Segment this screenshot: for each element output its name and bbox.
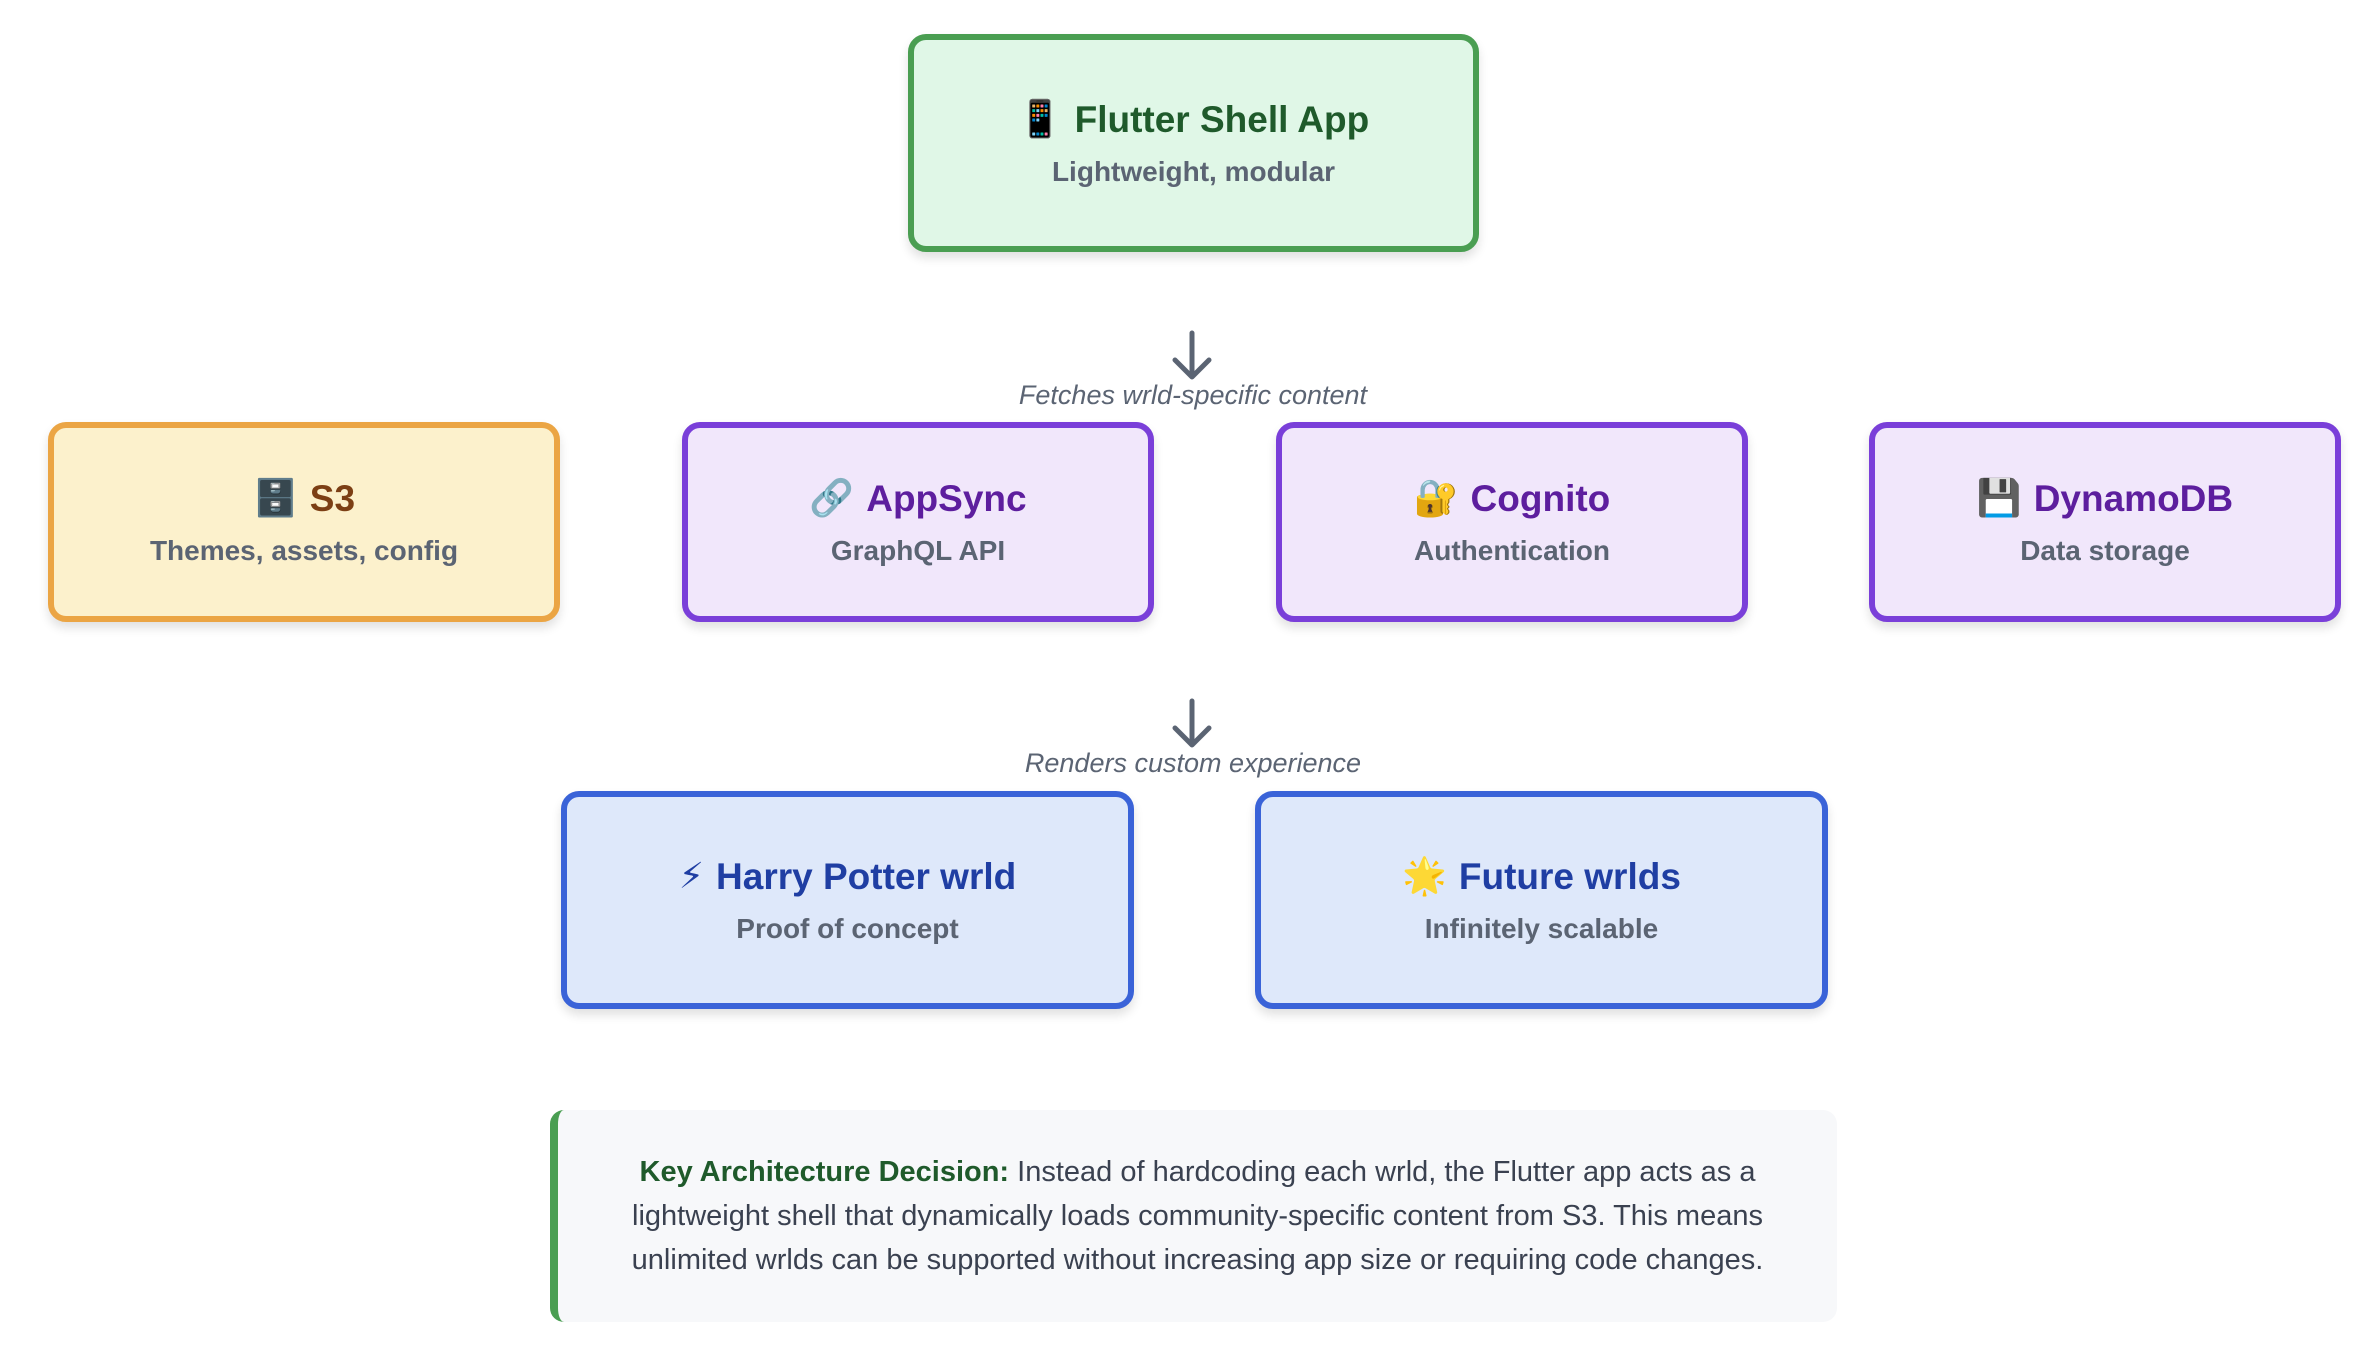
dynamodb-label: DynamoDB <box>2033 477 2234 519</box>
cognito-subtitle: Authentication <box>1414 535 1610 567</box>
harry-potter-subtitle: Proof of concept <box>736 913 959 945</box>
s3-label: S3 <box>309 477 356 519</box>
phone-icon: 📱 <box>1017 99 1063 141</box>
future-wrlds-title: 🌟 Future wrlds <box>1402 855 1681 899</box>
note-lead: Key Architecture Decision: <box>639 1156 1010 1188</box>
future-wrlds-node: 🌟 Future wrlds Infinitely scalable <box>1255 791 1828 1009</box>
lock-key-icon: 🔐 <box>1413 478 1459 520</box>
flutter-shell-node: 📱 Flutter Shell App Lightweight, modular <box>908 34 1479 252</box>
future-wrlds-label: Future wrlds <box>1458 855 1681 897</box>
note-text: Key Architecture Decision: Instead of ha… <box>618 1150 1777 1282</box>
appsync-title: 🔗 AppSync <box>809 477 1026 521</box>
star-icon: 🌟 <box>1402 856 1447 898</box>
appsync-label: AppSync <box>866 477 1027 519</box>
dynamodb-subtitle: Data storage <box>2020 535 2190 567</box>
down-arrow-icon <box>1172 698 1212 748</box>
render-flow-label: Renders custom experience <box>1024 748 1362 778</box>
harry-potter-title: ⚡ Harry Potter wrld <box>679 855 1016 899</box>
fetch-flow-label: Fetches wrld-specific content <box>1018 380 1368 410</box>
floppy-disk-icon: 💾 <box>1976 478 2022 520</box>
future-wrlds-subtitle: Infinitely scalable <box>1424 913 1659 945</box>
dynamodb-node: 💾 DynamoDB Data storage <box>1869 422 2341 622</box>
cognito-node: 🔐 Cognito Authentication <box>1276 422 1748 622</box>
appsync-subtitle: GraphQL API <box>830 535 1006 567</box>
flutter-shell-title: 📱 Flutter Shell App <box>1018 98 1369 142</box>
appsync-node: 🔗 AppSync GraphQL API <box>682 422 1154 622</box>
flutter-shell-label: Flutter Shell App <box>1074 98 1370 140</box>
lightning-icon: ⚡ <box>678 856 705 898</box>
note-body: Instead of hardcoding each wrld, the Flu… <box>631 1156 1764 1276</box>
architecture-decision-note: Key Architecture Decision: Instead of ha… <box>550 1110 1837 1322</box>
s3-subtitle: Themes, assets, config <box>149 535 459 567</box>
cognito-title: 🔐 Cognito <box>1414 477 1611 521</box>
file-cabinet-icon: 🗄️ <box>252 478 298 520</box>
cognito-label: Cognito <box>1470 477 1611 519</box>
harry-potter-wrld-node: ⚡ Harry Potter wrld Proof of concept <box>561 791 1134 1009</box>
s3-node: 🗄️ S3 Themes, assets, config <box>48 422 560 622</box>
flutter-shell-subtitle: Lightweight, modular <box>1051 156 1336 188</box>
link-icon: 🔗 <box>809 478 855 520</box>
harry-potter-label: Harry Potter wrld <box>716 855 1017 897</box>
dynamodb-title: 💾 DynamoDB <box>1977 477 2233 521</box>
down-arrow-icon <box>1172 330 1212 380</box>
s3-title: 🗄️ S3 <box>253 477 355 521</box>
